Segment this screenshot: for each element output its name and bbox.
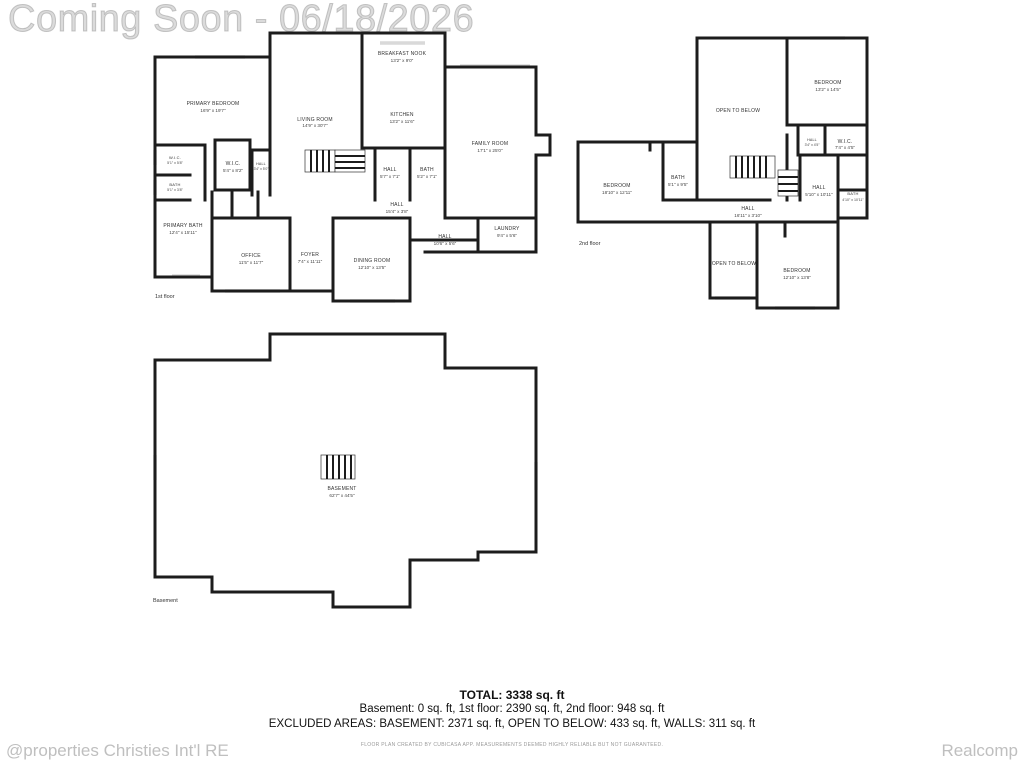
room-dim-hall-laundry: 10'6" x 5'6" xyxy=(434,241,457,246)
room-name-open-to-below-lower: OPEN TO BELOW xyxy=(712,261,756,267)
room-dim-breakfast-nook: 13'2" x 9'0" xyxy=(391,58,414,63)
room-name-basement: BASEMENT xyxy=(327,486,356,492)
room-name-bath-upper-west: BATH xyxy=(671,175,685,181)
room-name-open-to-below-upper: OPEN TO BELOW xyxy=(716,108,760,114)
room-dim-basement: 62'7" x 44'5" xyxy=(329,493,355,498)
first-floor-label: 1st floor xyxy=(155,294,175,300)
room-name-bedroom-northeast: BEDROOM xyxy=(814,80,841,86)
excluded-areas: EXCLUDED AREAS: BASEMENT: 2371 sq. ft, O… xyxy=(268,718,756,730)
basement-plan: BASEMENT 62'7" x 44'5" Basement xyxy=(153,332,538,609)
room-dim-hall-upper-long: 16'11" x 3'10" xyxy=(734,213,762,218)
first-floor-interior-walls xyxy=(153,31,538,293)
first-floor-exterior-wall xyxy=(153,31,552,303)
room-name-bedroom-west: BEDROOM xyxy=(603,183,630,189)
room-dim-hall-center: 5'7" x 7'1" xyxy=(380,174,400,179)
second-floor-exterior-wall xyxy=(576,36,869,310)
room-dim-wic-upper: 7'4" x 4'5" xyxy=(835,145,855,150)
second-floor-label: 2nd floor xyxy=(579,241,601,247)
room-dim-laundry: 9'4" x 5'6" xyxy=(497,233,517,238)
listing-credit: @properties Christies Int'l RE xyxy=(6,741,229,760)
room-name-hall-long: HALL xyxy=(390,202,403,208)
brand-watermark: Realcomp xyxy=(941,741,1018,760)
room-dim-bath-upper-east: 4'10" x 10'11" xyxy=(842,198,864,202)
room-name-bath-upper-east: BATH xyxy=(847,191,858,196)
first-floor-stairs xyxy=(304,149,366,173)
room-name-breakfast-nook: BREAKFAST NOOK xyxy=(378,51,427,57)
room-dim-hall-long: 15'4" x 3'8" xyxy=(386,209,409,214)
room-name-office: OFFICE xyxy=(241,253,261,259)
room-name-hall-upper-long: HALL xyxy=(741,206,754,212)
room-name-kitchen: KITCHEN xyxy=(390,112,414,118)
room-name-hall-center: HALL xyxy=(383,167,396,173)
room-dim-bath-small: 5'1" x 3'8" xyxy=(167,188,183,192)
room-dim-primary-bath: 12'4" x 15'11" xyxy=(169,230,197,235)
room-name-primary-bedroom: PRIMARY BEDROOM xyxy=(187,101,240,107)
floor-area-breakdown: Basement: 0 sq. ft, 1st floor: 2390 sq. … xyxy=(359,703,665,715)
room-name-living-room: LIVING ROOM xyxy=(297,117,333,123)
room-name-family-room: FAMILY ROOM xyxy=(472,141,508,147)
basement-stairs xyxy=(320,454,356,480)
room-dim-office: 11'5" x 11'7" xyxy=(239,260,264,265)
room-name-hall-upper-east: HALL xyxy=(812,185,825,191)
room-dim-hall-primary: 3'4" x 5'0" xyxy=(254,167,270,171)
room-dim-wic-small: 5'1" x 5'8" xyxy=(167,161,183,165)
room-name-hall-upper-small: HALL xyxy=(807,138,817,142)
room-dim-bedroom-south: 12'10" x 13'8" xyxy=(783,275,811,280)
total-area: TOTAL: 3338 sq. ft xyxy=(459,688,565,702)
room-dim-kitchen: 13'2" x 11'6" xyxy=(390,119,415,124)
basement-floor-label: Basement xyxy=(153,598,178,604)
room-name-wic: W.I.C. xyxy=(226,161,241,167)
disclaimer: FLOOR PLAN CREATED BY CUBICASA APP. MEAS… xyxy=(360,742,664,748)
room-name-bath-center: BATH xyxy=(420,167,434,173)
second-floor-plan: OPEN TO BELOW BEDROOM 13'2" x 14'5" HALL… xyxy=(576,36,869,310)
room-name-hall-laundry: HALL xyxy=(438,234,451,240)
room-name-primary-bath: PRIMARY BATH xyxy=(163,223,203,229)
room-dim-wic: 5'4" x 8'2" xyxy=(223,168,243,173)
second-floor-stairs xyxy=(729,155,799,197)
room-name-wic-upper: W.I.C. xyxy=(838,139,853,145)
room-dim-bath-center: 5'2" x 7'1" xyxy=(417,174,437,179)
room-name-bath-small: BATH xyxy=(169,182,180,187)
basement-exterior-wall xyxy=(153,332,538,609)
room-name-hall-primary: HALL xyxy=(256,162,266,166)
room-dim-bedroom-west: 18'10" x 12'11" xyxy=(602,190,632,195)
room-dim-primary-bedroom: 16'9" x 19'7" xyxy=(200,108,226,113)
first-floor-plan: BREAKFAST NOOK 13'2" x 9'0" PRIMARY BEDR… xyxy=(153,31,552,303)
room-name-dining-room: DINING ROOM xyxy=(354,258,391,264)
room-dim-bath-upper-west: 5'1" x 9'5" xyxy=(668,182,688,187)
room-name-wic-small: W.I.C. xyxy=(169,155,181,160)
room-dim-hall-upper-east: 5'10" x 10'11" xyxy=(805,192,833,197)
room-dim-foyer: 7'4" x 11'11" xyxy=(298,259,323,264)
room-dim-living-room: 14'9" x 30'7" xyxy=(302,123,328,128)
room-dim-dining-room: 12'10" x 13'5" xyxy=(358,265,386,270)
room-dim-bedroom-northeast: 13'2" x 14'5" xyxy=(815,87,841,92)
room-dim-family-room: 17'1" x 25'0" xyxy=(477,148,503,153)
room-name-laundry: LAUNDRY xyxy=(494,226,520,232)
room-name-foyer: FOYER xyxy=(301,252,319,258)
room-dim-hall-upper-small: 3'4" x 4'5" xyxy=(805,143,821,147)
room-name-bedroom-south: BEDROOM xyxy=(783,268,810,274)
